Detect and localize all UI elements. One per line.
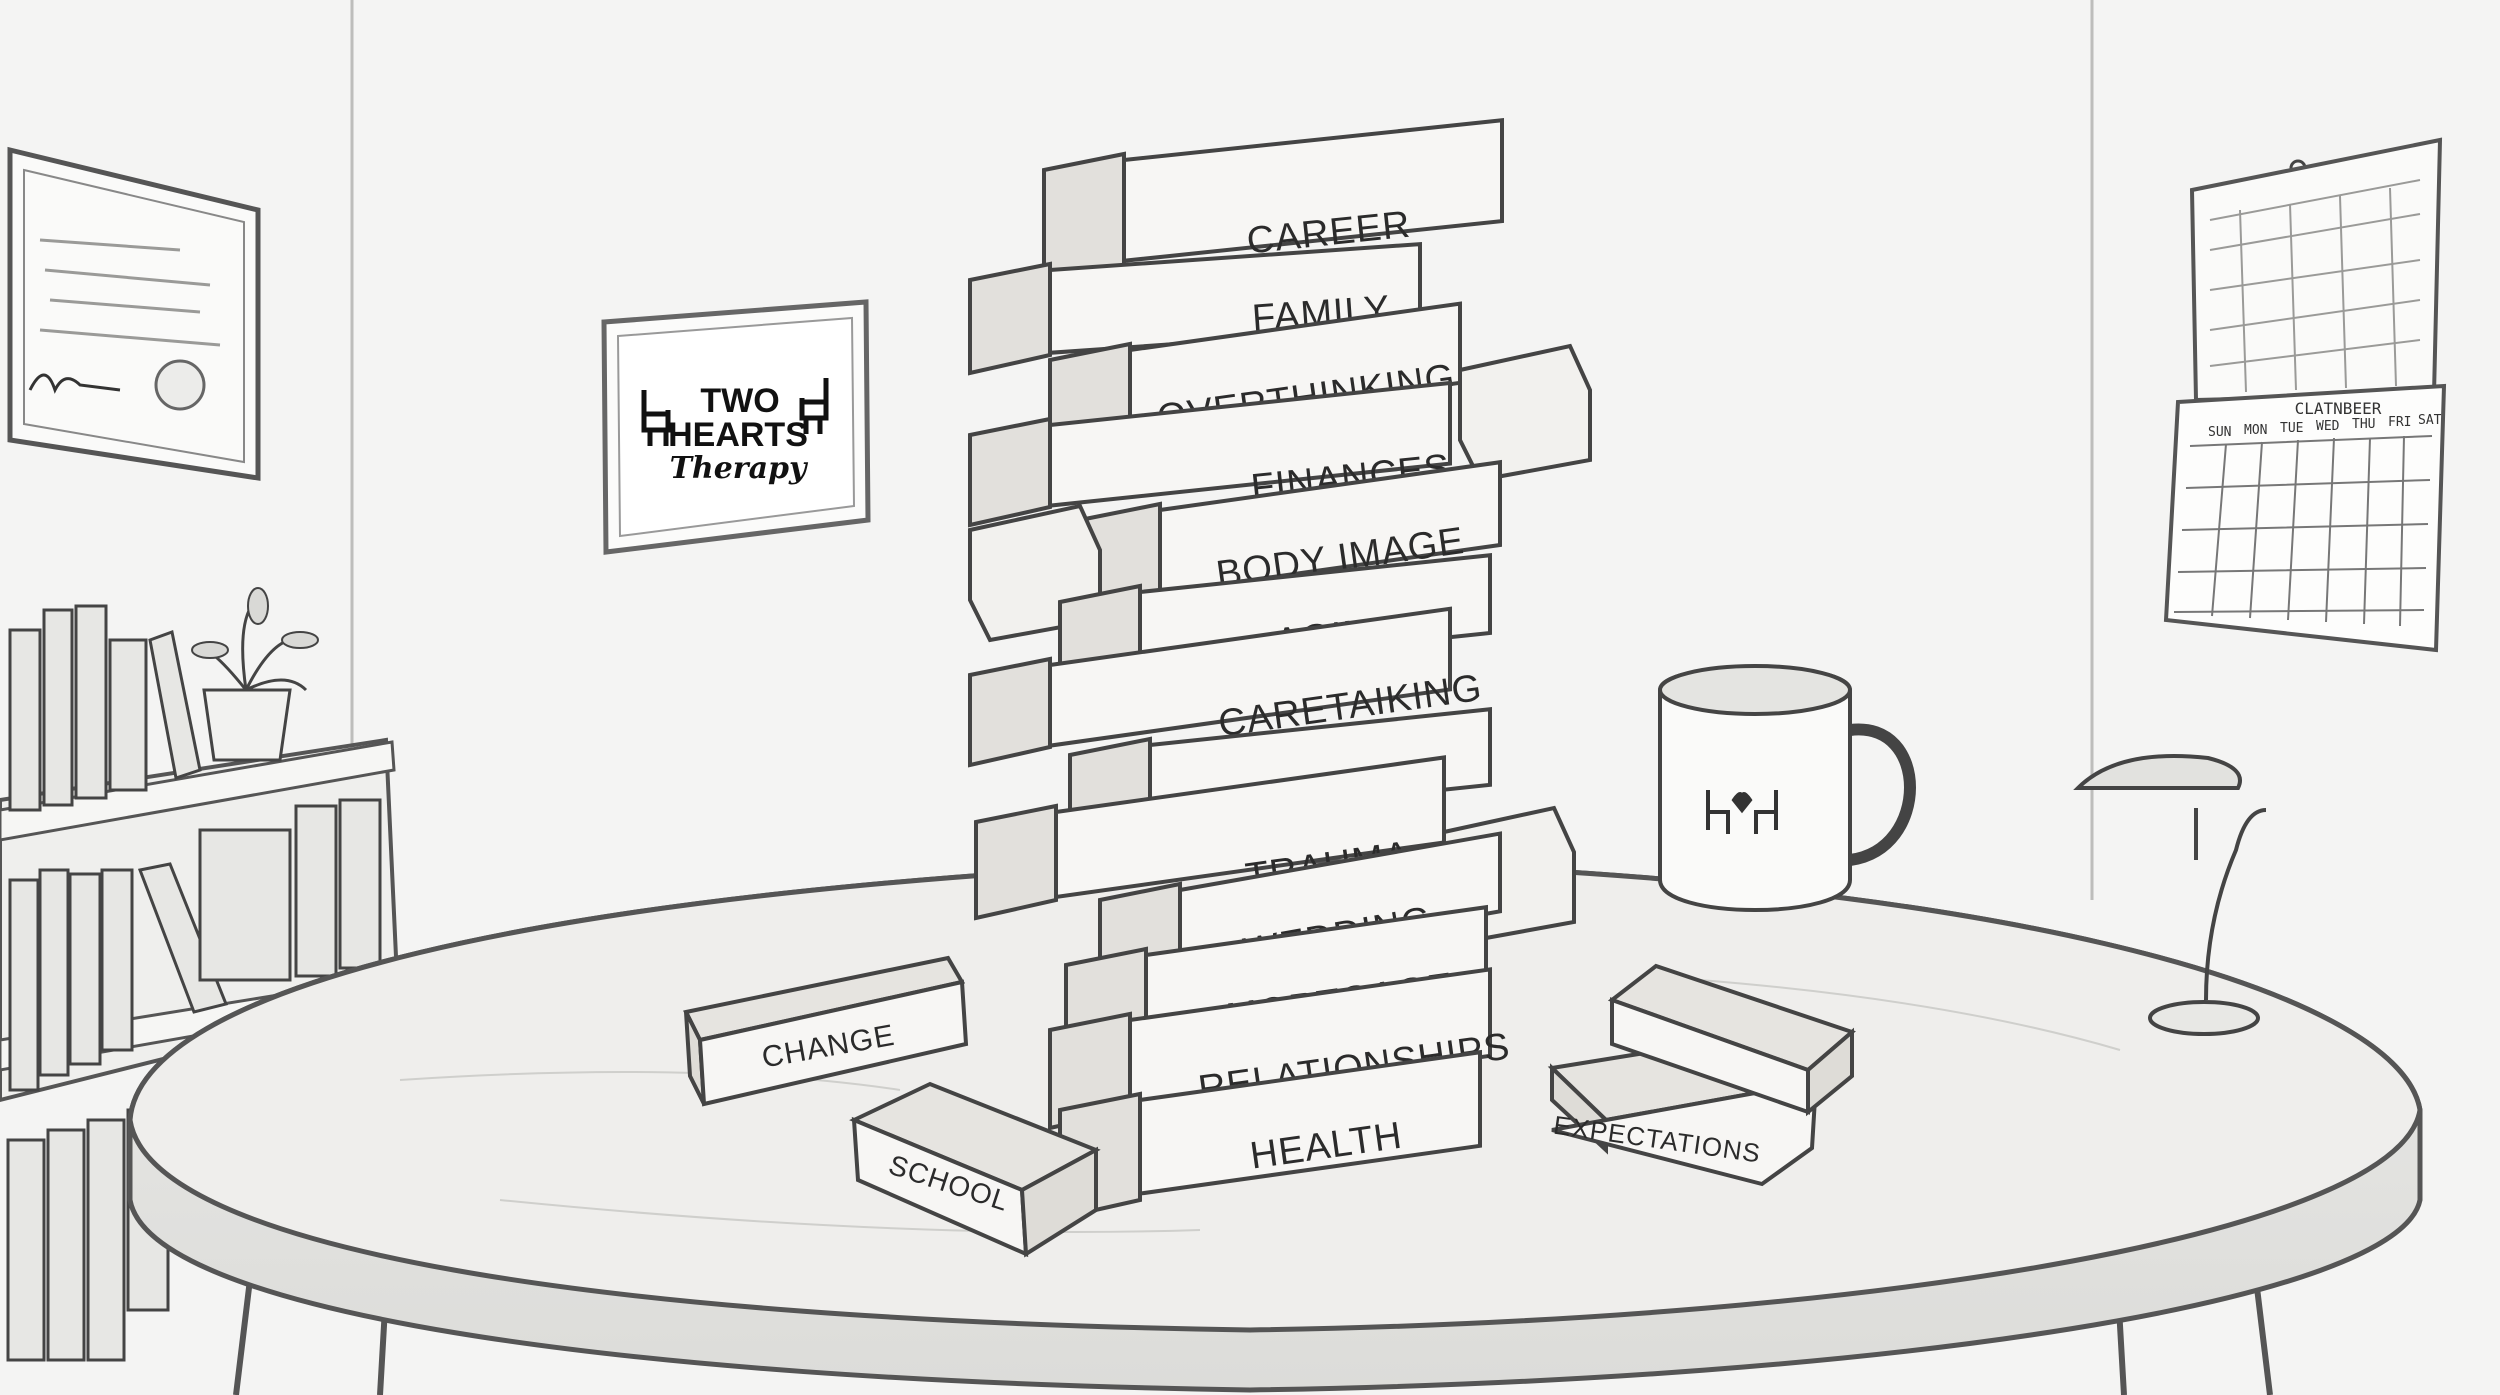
calendar-grid <box>2173 435 2433 627</box>
signature-mark <box>28 373 121 394</box>
chair-icon <box>641 378 829 446</box>
therapy-sign: TWO HEARTS Therapy <box>601 299 871 555</box>
tower-block-face <box>1158 459 1502 596</box>
loose-block-school: SCHOOL <box>849 1081 1101 1258</box>
svg-text:MON: MON <box>2244 423 2267 438</box>
diploma-frame <box>7 146 261 481</box>
wall-calendar: CLATNBEER SUN MON TUE WED THU FRI SAT <box>2163 137 2447 653</box>
tower-block-end <box>968 416 1052 528</box>
svg-text:SAT: SAT <box>2418 413 2442 428</box>
chairs-heart-icon <box>1706 790 1778 834</box>
jenga-tower: CAREERFAMILYOVERTHINKINGFINANCESBODY IMA… <box>968 118 1592 1221</box>
books-bottom-shelf <box>6 1108 170 1362</box>
svg-text:WED: WED <box>2316 419 2340 434</box>
tower-block-face <box>1048 606 1452 748</box>
desk-lamp <box>2073 754 2267 1036</box>
loose-block-change: CHANGE <box>683 955 969 1107</box>
mug-handle <box>1848 723 1916 866</box>
tower-block-face <box>1178 831 1502 971</box>
svg-text:FRI: FRI <box>2388 415 2411 430</box>
sign-line-1: TWO <box>700 382 779 420</box>
svg-text:SUN: SUN <box>2208 425 2231 440</box>
tower-block-face <box>1048 380 1452 508</box>
calendar-month: CLATNBEER <box>2295 399 2382 418</box>
books-top-shelf <box>8 604 202 812</box>
tower-block-face <box>1128 967 1492 1109</box>
seal-icon <box>154 359 206 411</box>
tower-block-end <box>974 803 1058 921</box>
svg-text:THU: THU <box>2352 417 2375 432</box>
sign-line-2: HEARTS <box>668 416 808 454</box>
svg-text:TUE: TUE <box>2280 421 2303 436</box>
loose-block-expectations: EXPECTATIONS <box>1547 963 1856 1187</box>
sign-line-3: Therapy <box>670 451 809 486</box>
tower-block-face <box>1138 1049 1482 1196</box>
tower-block-end <box>968 261 1052 376</box>
books-middle-shelf <box>8 798 382 1092</box>
coffee-mug <box>1658 664 1916 912</box>
potted-plant <box>191 587 319 762</box>
protruding-block <box>1458 343 1592 483</box>
tower-block-end <box>968 656 1052 768</box>
calendar-day-headers: SUN MON TUE WED THU FRI SAT <box>2208 413 2442 440</box>
tower-block-face <box>1122 118 1504 264</box>
